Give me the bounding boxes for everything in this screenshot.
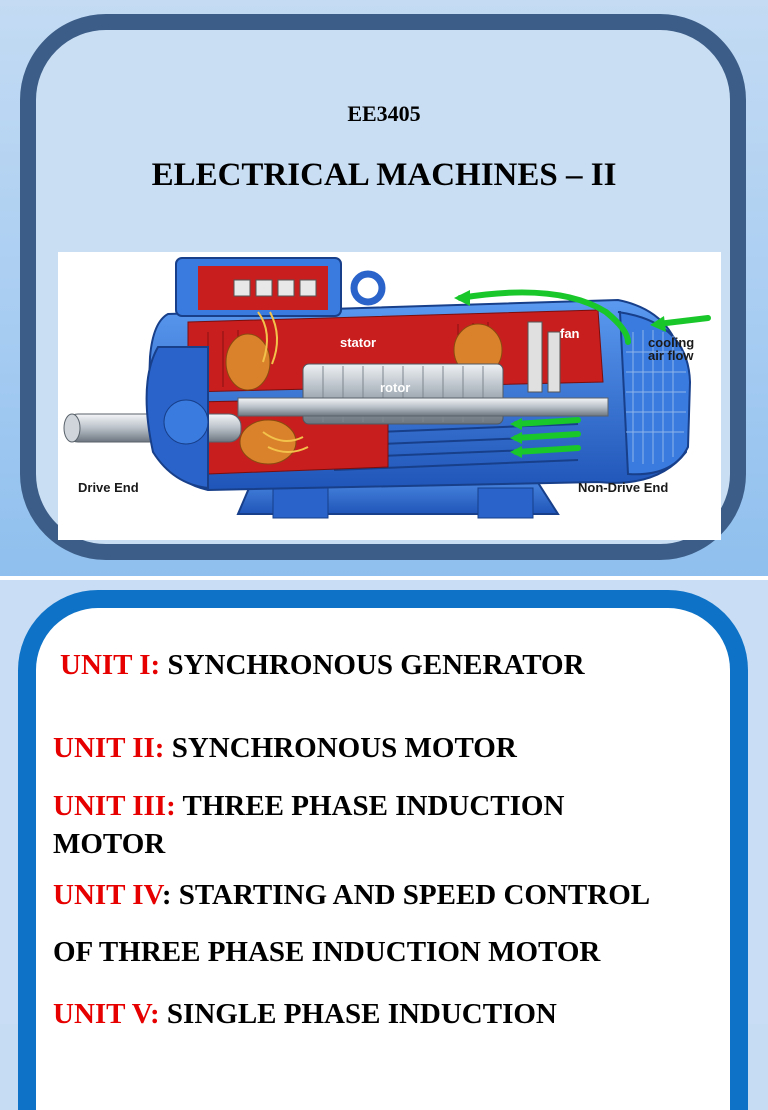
course-code: EE3405 bbox=[347, 101, 421, 126]
label-drive-end: Drive End bbox=[78, 480, 139, 495]
unit-1: UNIT I: SYNCHRONOUS GENERATOR bbox=[60, 645, 585, 685]
front-end-shield bbox=[145, 346, 209, 490]
course-title: ELECTRICAL MACHINES – II bbox=[151, 157, 617, 193]
units-slide bbox=[0, 580, 768, 1110]
unit-3: UNIT III: THREE PHASE INDUCTION bbox=[53, 786, 564, 826]
unit-3-title-line1: THREE PHASE INDUCTION bbox=[182, 790, 565, 822]
units-slide-frame bbox=[18, 590, 748, 1110]
unit-4-label: UNIT IV bbox=[53, 879, 162, 911]
terminal-box bbox=[175, 257, 386, 317]
unit-4: UNIT IV: STARTING AND SPEED CONTROL bbox=[53, 875, 650, 915]
unit-2-title: SYNCHRONOUS MOTOR bbox=[171, 732, 517, 764]
label-stator: stator bbox=[340, 335, 376, 350]
slide-divider bbox=[0, 576, 768, 580]
label-air-flow: air flow bbox=[648, 348, 694, 363]
label-fan: fan bbox=[560, 326, 580, 341]
label-rotor: rotor bbox=[380, 380, 410, 395]
unit-5: UNIT V: SINGLE PHASE INDUCTION bbox=[53, 994, 557, 1034]
airflow-arrows bbox=[457, 289, 711, 455]
unit-1-label: UNIT I: bbox=[60, 649, 161, 681]
unit-5-title-line1: SINGLE PHASE INDUCTION bbox=[166, 998, 557, 1030]
motor-cutaway-illustration: stator rotor fan cooling air flow Drive … bbox=[58, 252, 721, 540]
unit-3-label: UNIT III: bbox=[53, 790, 176, 822]
unit-2-label: UNIT II: bbox=[53, 732, 165, 764]
unit-1-title: SYNCHRONOUS GENERATOR bbox=[167, 649, 585, 681]
label-cooling: cooling bbox=[648, 335, 694, 350]
unit-4-title-line1: : STARTING AND SPEED CONTROL bbox=[161, 879, 651, 911]
unit-4-title-line2: OF THREE PHASE INDUCTION MOTOR bbox=[53, 936, 601, 968]
unit-3-title-line2: MOTOR bbox=[53, 828, 166, 860]
label-non-drive-end: Non-Drive End bbox=[578, 480, 668, 495]
unit-2: UNIT II: SYNCHRONOUS MOTOR bbox=[53, 728, 517, 768]
unit-5-label: UNIT V: bbox=[53, 998, 160, 1030]
